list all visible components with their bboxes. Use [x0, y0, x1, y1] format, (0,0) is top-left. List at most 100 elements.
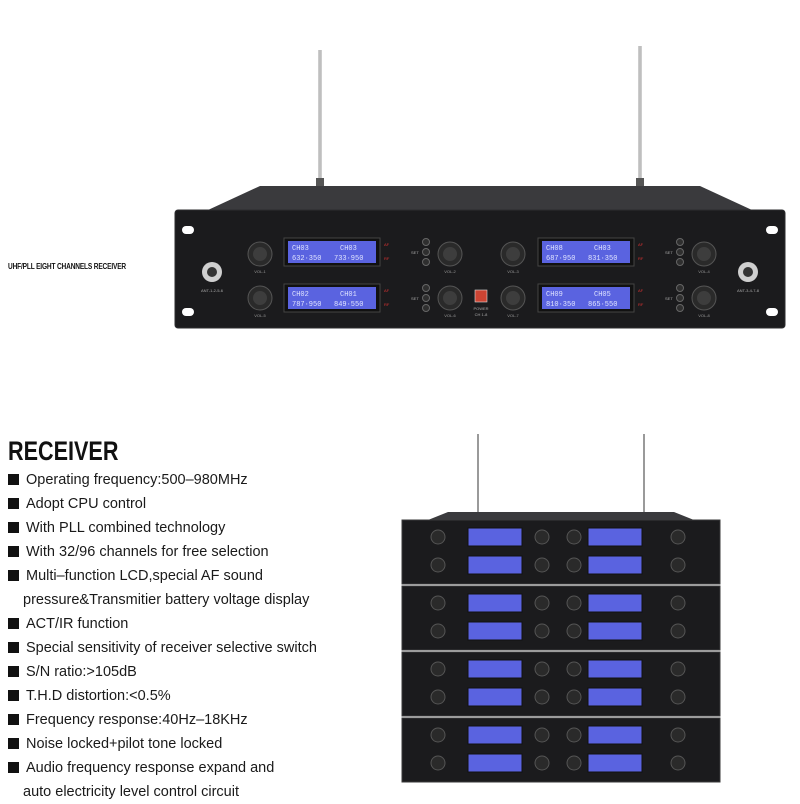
volume-knob[interactable] [691, 241, 717, 267]
svg-text:CH03: CH03 [594, 245, 611, 253]
ant-right-label: ANT-3-4-7-8 [737, 288, 760, 293]
svg-text:CH01: CH01 [340, 291, 357, 299]
square-bullet-icon [8, 762, 19, 773]
receiver-heading: RECEIVER [8, 436, 119, 466]
svg-text:687·950: 687·950 [546, 255, 575, 263]
stacked-receivers-image [398, 432, 724, 784]
square-bullet-icon [8, 546, 19, 557]
antenna-right [636, 46, 644, 190]
vol-label: VOL-5 [254, 313, 266, 318]
antenna-left [316, 50, 324, 190]
square-bullet-icon [8, 714, 19, 725]
hero-receiver-image: ANT-1-2-5-6 ANT-3-4-7-8 VOL-1 VOL-2 VOL-… [170, 40, 790, 340]
spec-text: S/N ratio:>105dB [26, 664, 137, 680]
spec-text: pressure&Transmitier battery voltage dis… [23, 592, 310, 608]
spec-text: Noise locked+pilot tone locked [26, 736, 223, 752]
spec-item: With 32/96 channels for free selection [8, 540, 388, 564]
set-label: SET [665, 296, 673, 301]
hero-receiver-svg: ANT-1-2-5-6 ANT-3-4-7-8 VOL-1 VOL-2 VOL-… [174, 46, 786, 329]
spec-item: Special sensitivity of receiver selectiv… [8, 636, 388, 660]
square-bullet-icon [8, 642, 19, 653]
spec-item: T.H.D distortion:<0.5% [8, 684, 388, 708]
up-button[interactable] [676, 294, 684, 302]
spec-text: Adopt CPU control [26, 496, 147, 512]
vol-label: VOL-4 [698, 269, 710, 274]
volume-knob[interactable] [500, 285, 526, 311]
down-button[interactable] [422, 258, 430, 266]
spec-item: Audio frequency response expand and [8, 756, 388, 780]
svg-text:831·350: 831·350 [588, 255, 617, 263]
spec-text: With PLL combined technology [26, 520, 226, 536]
svg-text:787·950: 787·950 [292, 301, 321, 309]
up-button[interactable] [422, 294, 430, 302]
lcd-display: CH08 CH03 687·950 831·350 [537, 237, 635, 267]
volume-knob[interactable] [500, 241, 526, 267]
lcd-display: CH03 CH03 632·350 733·950 [283, 237, 381, 267]
spec-item: With PLL combined technology [8, 516, 388, 540]
lcd-display: CH09 CH05 810·350 865·550 [537, 283, 635, 313]
svg-text:733·950: 733·950 [334, 255, 363, 263]
volume-knob[interactable] [437, 241, 463, 267]
svg-text:849·550: 849·550 [334, 301, 363, 309]
lcd-display: CH02 CH01 787·950 849·550 [283, 283, 381, 313]
square-bullet-icon [8, 498, 19, 509]
stacked-receiver-unit [401, 717, 721, 783]
vol-label: VOL-8 [698, 313, 710, 318]
vol-label: VOL-6 [444, 313, 456, 318]
power-button[interactable]: POWER CH 1-8 [473, 289, 489, 317]
volume-knob[interactable] [691, 285, 717, 311]
hero-caption: UHF/PLL EIGHT CHANNELS RECEIVER [8, 262, 126, 271]
square-bullet-icon [8, 666, 19, 677]
set-button[interactable] [422, 284, 430, 292]
af-indicator: AF [384, 288, 390, 293]
spec-text: auto electricity level control circuit [23, 784, 239, 800]
svg-text:865·550: 865·550 [588, 301, 617, 309]
svg-text:CH02: CH02 [292, 291, 309, 299]
svg-text:CH08: CH08 [546, 245, 563, 253]
rf-indicator: RF [384, 256, 390, 261]
spec-text: With 32/96 channels for free selection [26, 544, 269, 560]
spec-item: ACT/IR function [8, 612, 388, 636]
af-indicator: AF [638, 242, 644, 247]
rf-indicator: RF [384, 302, 390, 307]
stacked-receiver-unit [401, 651, 721, 717]
up-button[interactable] [422, 248, 430, 256]
set-button[interactable] [676, 238, 684, 246]
vol-label: VOL-3 [507, 269, 519, 274]
stacked-receivers-svg [401, 434, 721, 783]
down-button[interactable] [676, 258, 684, 266]
spec-item: Operating frequency:500–980MHz [8, 468, 388, 492]
spec-text: ACT/IR function [26, 616, 129, 632]
svg-text:CH09: CH09 [546, 291, 563, 299]
set-button[interactable] [676, 284, 684, 292]
square-bullet-icon [8, 690, 19, 701]
rf-indicator: RF [638, 256, 644, 261]
stacked-receiver-unit [401, 519, 721, 585]
spec-item: Adopt CPU control [8, 492, 388, 516]
volume-knob[interactable] [437, 285, 463, 311]
svg-text:810·350: 810·350 [546, 301, 575, 309]
spec-text: T.H.D distortion:<0.5% [26, 688, 171, 704]
spec-item: S/N ratio:>105dB [8, 660, 388, 684]
spec-item: pressure&Transmitier battery voltage dis… [8, 588, 388, 612]
svg-text:632·350: 632·350 [292, 255, 321, 263]
square-bullet-icon [8, 474, 19, 485]
volume-knob[interactable] [247, 285, 273, 311]
power-label: POWER [473, 306, 488, 311]
volume-knob[interactable] [247, 241, 273, 267]
down-button[interactable] [422, 304, 430, 312]
set-label: SET [411, 250, 419, 255]
up-button[interactable] [676, 248, 684, 256]
spec-text: Frequency response:40Hz–18KHz [26, 712, 248, 728]
down-button[interactable] [676, 304, 684, 312]
spec-item: Frequency response:40Hz–18KHz [8, 708, 388, 732]
spec-item: Noise locked+pilot tone locked [8, 732, 388, 756]
square-bullet-icon [8, 738, 19, 749]
svg-text:CH05: CH05 [594, 291, 611, 299]
set-button[interactable] [422, 238, 430, 246]
square-bullet-icon [8, 618, 19, 629]
set-label: SET [411, 296, 419, 301]
spec-item: auto electricity level control circuit [8, 780, 388, 804]
vol-label: VOL-1 [254, 269, 266, 274]
